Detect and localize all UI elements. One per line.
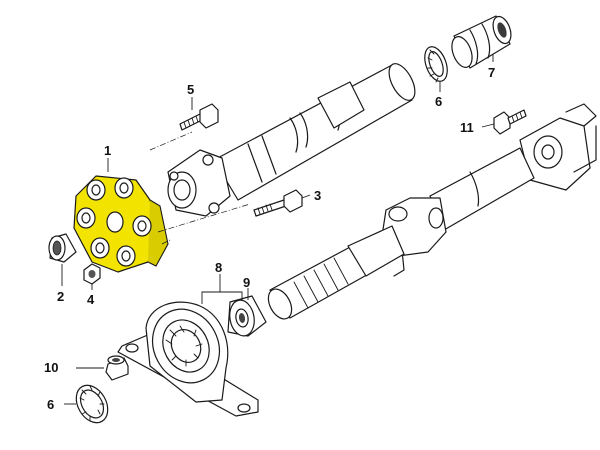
callout-7: 7 [488, 65, 495, 80]
rear-shaft [167, 63, 416, 217]
grommet [105, 355, 129, 381]
bolt-upper [179, 103, 219, 131]
needle-bearing-lower [75, 384, 109, 424]
callout-2: 2 [57, 289, 64, 304]
callout-5: 5 [187, 82, 194, 97]
flex-disc[interactable] [73, 175, 169, 273]
bolt-middle [253, 189, 303, 217]
needle-bearing-upper [424, 46, 448, 83]
rubber-boot [451, 15, 512, 69]
callout-4: 4 [87, 292, 95, 307]
callout-11: 11 [460, 120, 474, 135]
ball-bearing [227, 295, 267, 337]
callout-8: 8 [215, 260, 222, 275]
centering-bushing [48, 233, 77, 263]
callout-1: 1 [104, 143, 111, 158]
callout-6-lower: 6 [47, 397, 54, 412]
leader-lines [61, 54, 495, 405]
callout-6-upper: 6 [435, 94, 442, 109]
flex-disc-bushings [76, 177, 152, 267]
callout-3: 3 [314, 188, 321, 203]
callout-10: 10 [44, 360, 58, 375]
front-shaft [267, 103, 597, 320]
bolt-11 [493, 109, 527, 135]
alignment-lines [149, 131, 251, 245]
nut [83, 263, 101, 285]
callout-labels: 1 2 3 4 5 6 6 7 8 9 10 11 [44, 65, 495, 412]
center-support-bearing [117, 301, 259, 417]
callout-9: 9 [243, 275, 250, 290]
